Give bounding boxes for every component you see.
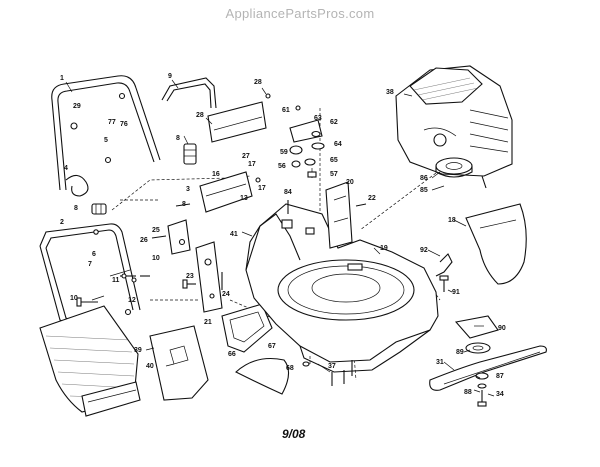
- callout-66: 66: [228, 351, 236, 358]
- lever-spring: [65, 174, 89, 197]
- callout-6: 6: [92, 251, 96, 258]
- callout-68: 68: [286, 365, 294, 372]
- callout-65: 65: [330, 157, 338, 164]
- callout-8c: 8: [182, 201, 186, 208]
- callout-91: 91: [452, 289, 460, 296]
- cable-bracket: [199, 171, 261, 213]
- callout-17b: 17: [258, 185, 266, 192]
- mower-deck: [245, 203, 439, 373]
- callout-63: 63: [314, 115, 322, 122]
- callout-27: 27: [242, 153, 250, 160]
- rear-shield: [465, 203, 527, 285]
- engine: [395, 65, 513, 189]
- callout-90: 90: [498, 325, 506, 332]
- spindle-parts: [289, 105, 325, 178]
- callout-1: 1: [60, 75, 64, 82]
- callout-16: 16: [212, 171, 220, 178]
- callout-9: 9: [168, 73, 172, 80]
- blade-adapter: [454, 315, 499, 354]
- callout-10: 10: [70, 295, 78, 302]
- callout-31: 31: [436, 359, 444, 366]
- callout-89: 89: [456, 349, 464, 356]
- callout-39: 39: [134, 347, 142, 354]
- watermark: AppliancePartsPros.com: [225, 6, 375, 21]
- upper-handle: [51, 75, 161, 191]
- callout-88: 88: [464, 389, 472, 396]
- callout-22: 22: [368, 195, 376, 202]
- diagram-date: 9/08: [282, 427, 306, 441]
- lower-handle: [39, 223, 141, 331]
- callout-5: 5: [104, 137, 108, 144]
- callout-59: 59: [280, 149, 288, 156]
- mulch-plug: [235, 357, 290, 395]
- bolt-10: [76, 297, 98, 307]
- callout-4: 4: [64, 165, 68, 172]
- callout-38: 38: [386, 89, 394, 96]
- rear-shield-line: [479, 219, 517, 229]
- callout-23: 23: [186, 273, 194, 280]
- callout-20: 20: [346, 179, 354, 186]
- callout-10a: 10: [152, 255, 160, 262]
- callout-41: 41: [230, 231, 238, 238]
- rear-axle-bracket: [195, 241, 223, 313]
- bolts-11: [120, 273, 150, 279]
- callout-86: 86: [420, 175, 428, 182]
- blade-bolt-stack: [475, 372, 489, 407]
- callout-28a: 28: [254, 79, 262, 86]
- callout-12: 12: [128, 297, 136, 304]
- callout-13: 13: [240, 195, 248, 202]
- callout-34: 34: [496, 391, 504, 398]
- callout-18: 18: [448, 217, 456, 224]
- callout-labels: 1 29 77 76 5 9 28 28 8 27 4 8 2 3 8 16 1…: [60, 73, 506, 398]
- cutting-blade: [429, 345, 547, 391]
- callout-56: 56: [278, 163, 286, 170]
- rear-deflector-bracket: [207, 93, 271, 143]
- callout-77: 77: [108, 119, 116, 126]
- callout-29: 29: [73, 103, 81, 110]
- bolts-23-24: [182, 272, 223, 290]
- callout-7: 7: [88, 261, 92, 268]
- callout-17a: 17: [248, 161, 256, 168]
- callout-84: 84: [284, 189, 292, 196]
- handle-knob-left: [91, 203, 107, 215]
- callout-62: 62: [330, 119, 338, 126]
- bolts-37-68: [302, 360, 353, 386]
- callout-24: 24: [222, 291, 230, 298]
- grass-catcher-bag: [39, 305, 141, 417]
- control-bail: [161, 77, 217, 109]
- side-bracket: [325, 181, 367, 249]
- screws-left: [151, 203, 191, 255]
- callout-11: 11: [112, 277, 120, 284]
- callout-25: 25: [152, 227, 160, 234]
- callout-26: 26: [140, 237, 148, 244]
- callout-21: 21: [204, 319, 212, 326]
- callout-19: 19: [380, 245, 388, 252]
- callout-64: 64: [334, 141, 342, 148]
- callout-87: 87: [496, 373, 504, 380]
- callout-8b: 8: [74, 205, 78, 212]
- callout-8a: 8: [176, 135, 180, 142]
- callout-3: 3: [186, 186, 190, 193]
- callout-61: 61: [282, 107, 290, 114]
- rear-door-flap: [221, 303, 273, 353]
- height-adjuster: [435, 253, 453, 292]
- drive-pulley: [435, 157, 473, 178]
- callout-37: 37: [328, 363, 336, 370]
- leader-lines: [65, 79, 495, 397]
- callout-57: 57: [330, 171, 338, 178]
- handle-knob: [183, 143, 197, 165]
- callout-67: 67: [268, 343, 276, 350]
- callout-2: 2: [60, 219, 64, 226]
- callout-92: 92: [420, 247, 428, 254]
- callout-85: 85: [420, 187, 428, 194]
- callout-76: 76: [120, 121, 128, 128]
- bag-frame: [149, 325, 209, 401]
- callout-40: 40: [146, 363, 154, 370]
- callout-28b: 28: [196, 112, 204, 119]
